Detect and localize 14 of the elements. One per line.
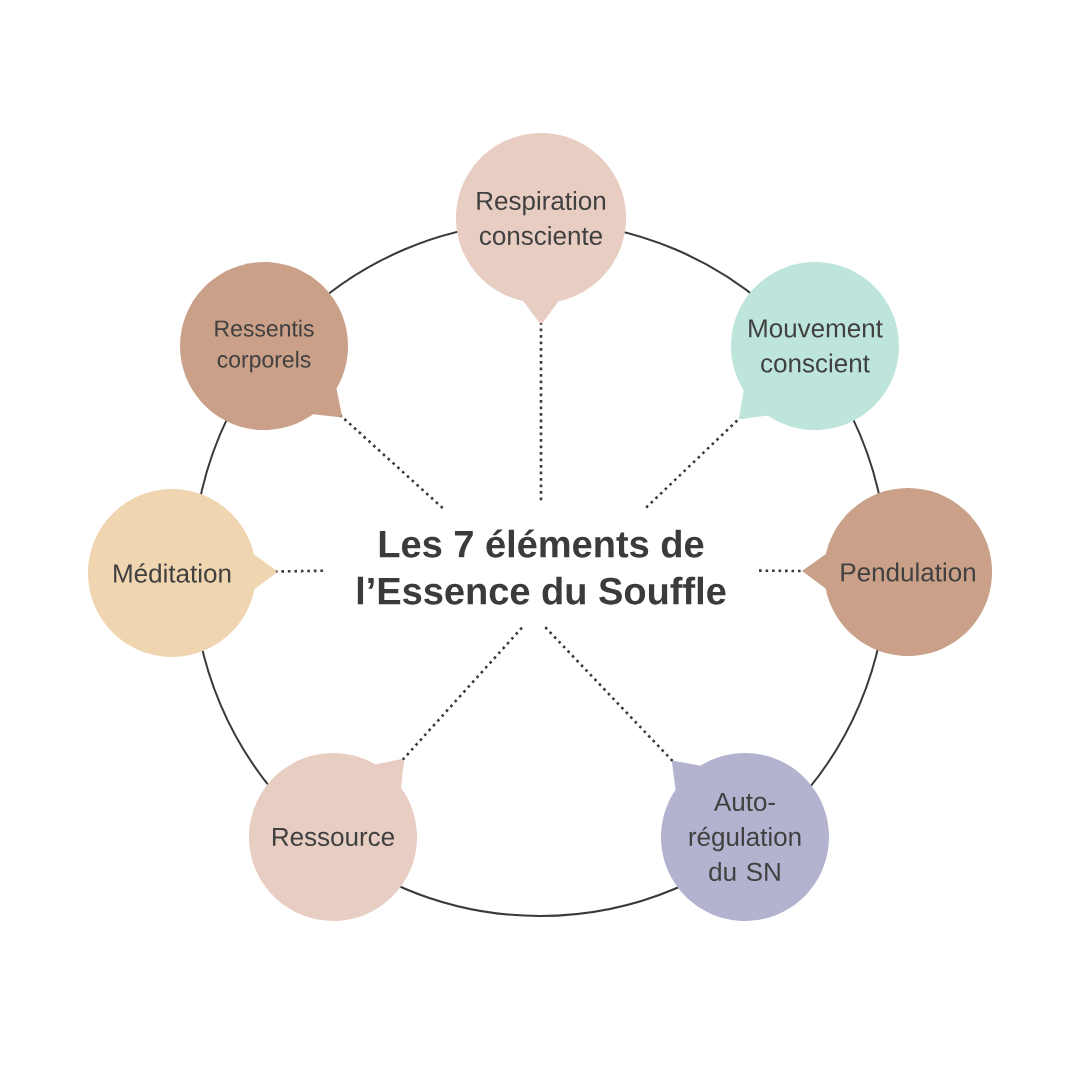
speech-bubble: Méditation — [88, 489, 278, 657]
dotted-line — [401, 626, 523, 761]
dotted-line — [539, 323, 543, 501]
heading: Les 7 éléments de l’Essence du Souffle — [357, 529, 726, 605]
dotted-line — [276, 569, 323, 573]
dotted-line — [544, 626, 675, 763]
speech-bubble: Auto-régulation du SN — [661, 753, 829, 921]
dotted-line — [645, 417, 741, 509]
speech-bubble: Mouvement conscient — [731, 262, 899, 430]
speech-bubble: Respiration consciente — [456, 133, 626, 325]
speech-bubble: Ressource — [249, 753, 417, 921]
speech-bubble: Ressentis corporels — [180, 262, 348, 430]
speech-bubble: Pendulation — [802, 488, 992, 656]
dotted-line — [759, 569, 804, 573]
